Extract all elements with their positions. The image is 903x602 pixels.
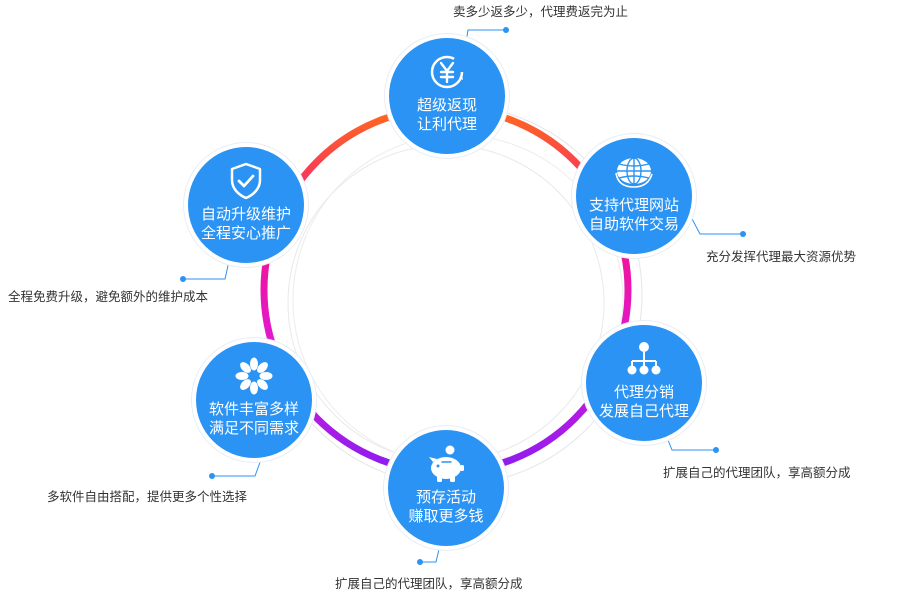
desc-lower-right: 扩展自己的代理团队，享高额分成 xyxy=(663,465,851,480)
network-tree-icon xyxy=(627,342,661,375)
node-rich-software: 软件丰富多样 满足不同需求 xyxy=(196,342,312,458)
yen-refresh-icon xyxy=(430,55,464,89)
piggy-bank-icon xyxy=(429,445,464,482)
node-label-line1: 自动升级维护 xyxy=(200,205,291,223)
node-label-line1: 预存活动 xyxy=(415,488,476,506)
node-label-line2: 全程安心推广 xyxy=(200,224,291,242)
desc-lower-left: 多软件自由搭配，提供更多个性选择 xyxy=(47,489,248,504)
node-agent-website: 支持代理网站 自助软件交易 xyxy=(576,138,692,254)
desc-upper-left: 全程免费升级，避免额外的维护成本 xyxy=(8,289,209,304)
node-prepay-activity: 预存活动 赚取更多钱 xyxy=(388,430,504,546)
node-super-cashback: 超级返现 让利代理 xyxy=(389,38,505,154)
shield-check-icon xyxy=(230,162,262,200)
desc-top: 卖多少返多少，代理费返完为止 xyxy=(453,4,629,19)
desc-bottom: 扩展自己的代理团队，享高额分成 xyxy=(335,576,523,591)
node-label-line2: 让利代理 xyxy=(416,115,477,133)
globe-icon xyxy=(615,157,653,188)
node-label-line2: 满足不同需求 xyxy=(208,419,299,437)
desc-upper-right: 充分发挥代理最大资源优势 xyxy=(706,249,857,264)
gradient-ring xyxy=(260,104,632,476)
node-agent-distribution: 代理分销 发展自己代理 xyxy=(586,325,702,441)
node-label-line2: 发展自己代理 xyxy=(598,402,689,420)
node-label-line2: 自助软件交易 xyxy=(588,215,679,233)
connector-bottom xyxy=(417,544,441,565)
node-auto-upgrade: 自动升级维护 全程安心推广 xyxy=(188,147,304,263)
thin-circle-inner xyxy=(287,144,605,462)
node-label-line2: 赚取更多钱 xyxy=(408,507,484,525)
node-label-line1: 软件丰富多样 xyxy=(208,400,299,418)
node-label-line1: 代理分销 xyxy=(613,383,674,401)
connector-upper-right xyxy=(689,214,746,237)
flower-icon xyxy=(235,357,273,395)
node-label-line1: 支持代理网站 xyxy=(588,196,679,214)
node-label-line1: 超级返现 xyxy=(416,96,477,114)
